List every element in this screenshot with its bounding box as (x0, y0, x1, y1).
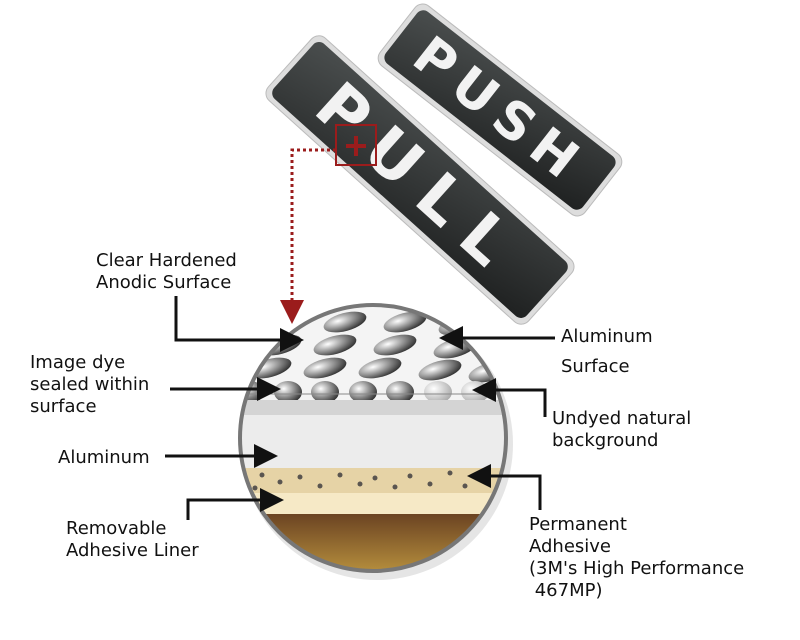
label-aluminum-surface: Aluminum Surface (561, 326, 653, 377)
label-aluminum: Aluminum (58, 447, 150, 468)
leader-arrows (165, 296, 555, 520)
label-clear-hardened: Clear Hardened Anodic Surface (96, 250, 237, 293)
label-removable-liner: Removable Adhesive Liner (66, 518, 199, 561)
label-undyed: Undyed natural background (552, 408, 692, 451)
label-image-dye: Image dye sealed within surface (30, 352, 150, 417)
zoom-marker (280, 124, 377, 324)
label-permanent-adhesive: Permanent Adhesive (3M's High Performanc… (529, 514, 745, 601)
cross-section-circle (238, 303, 513, 580)
